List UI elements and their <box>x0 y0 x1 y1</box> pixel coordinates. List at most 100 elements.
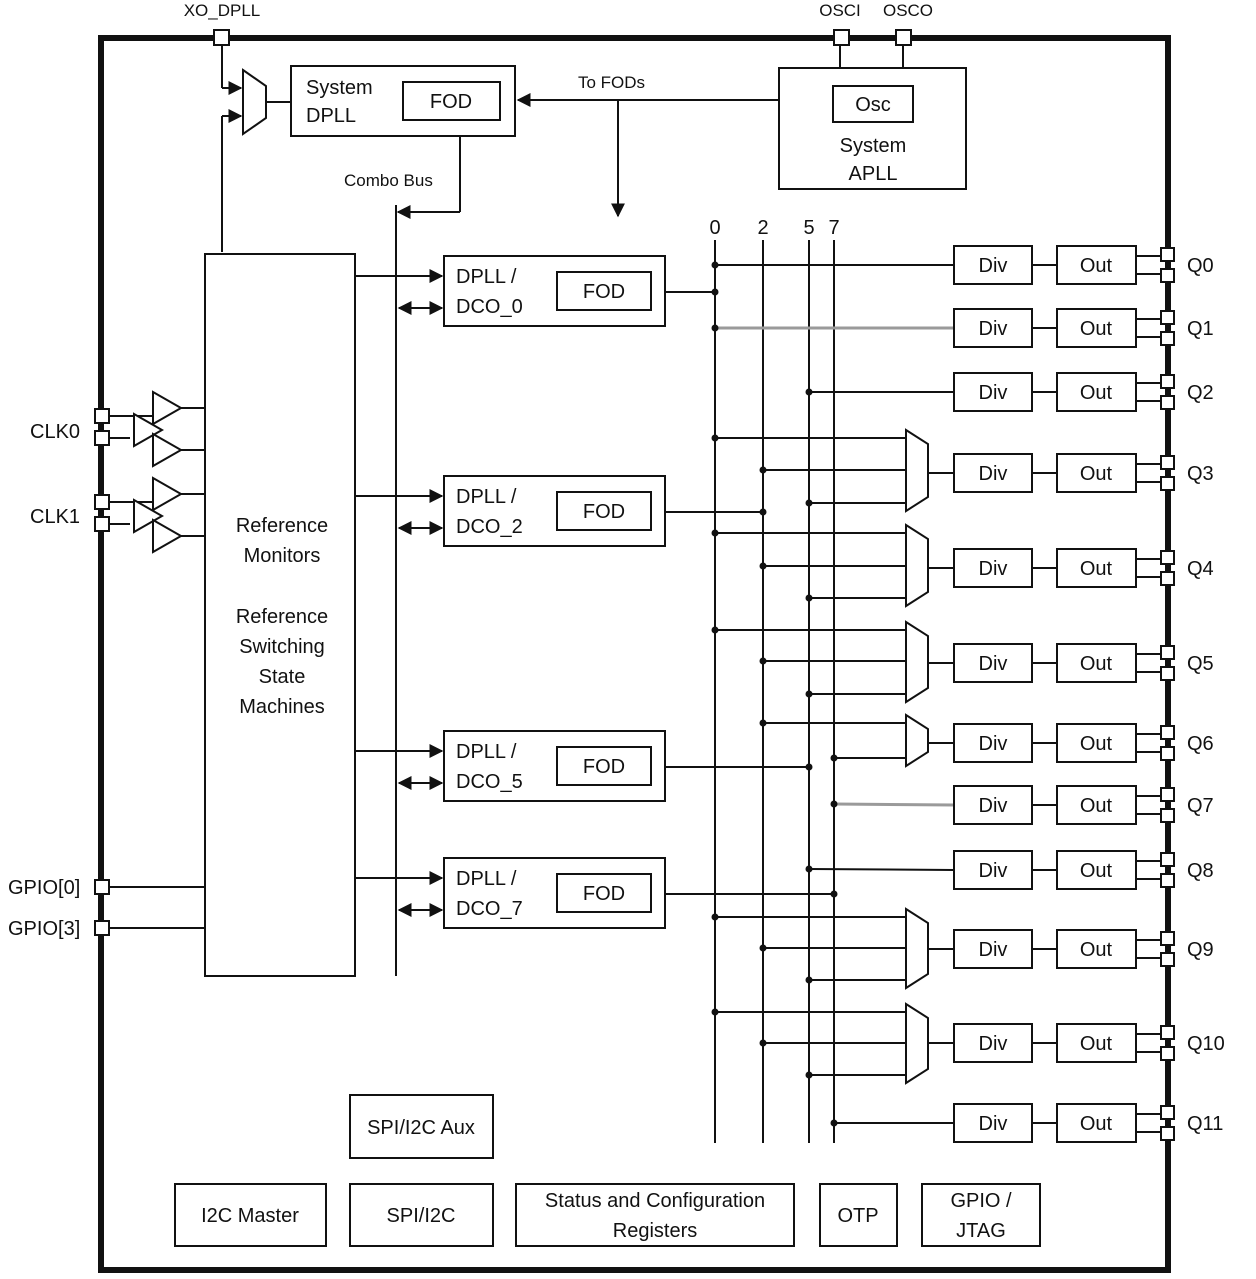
bus-label: 7 <box>828 217 839 239</box>
spi-i2c-aux-block <box>349 1094 494 1159</box>
div-label: Div <box>979 653 1008 675</box>
svg-text:State: State <box>259 666 306 688</box>
output-mux <box>905 1002 929 1085</box>
gpio-jtag-block <box>921 1183 1041 1247</box>
out-block <box>1056 548 1137 588</box>
div-block <box>953 453 1033 493</box>
dpll-fod-label: FOD <box>583 281 625 303</box>
combo-bus-label: Combo Bus <box>344 171 433 190</box>
output-pin-n <box>1160 873 1175 888</box>
out-block <box>1056 308 1137 348</box>
osci-pin <box>833 29 850 46</box>
output-name: Q9 <box>1187 939 1214 961</box>
output-pin-p <box>1160 550 1175 565</box>
output-pin-p <box>1160 645 1175 660</box>
svg-text:Switching: Switching <box>239 636 325 658</box>
clk1-label: CLK1 <box>30 506 80 528</box>
reference-block-text: Reference Monitors Reference Switching S… <box>236 515 328 718</box>
dpll-line2: DCO_2 <box>456 516 523 538</box>
out-block <box>1056 372 1137 412</box>
div-label: Div <box>979 733 1008 755</box>
osci-label: OSCI <box>819 1 861 20</box>
system-apll-line2: APLL <box>849 163 898 185</box>
div-block <box>953 1103 1033 1143</box>
dpll-fod <box>556 491 652 531</box>
output-pin-p <box>1160 455 1175 470</box>
output-pin-p <box>1160 787 1175 802</box>
div-block <box>953 308 1033 348</box>
bus-label: 0 <box>709 217 720 239</box>
dpll-line1: DPLL / <box>456 741 517 763</box>
output-pin-p <box>1160 1025 1175 1040</box>
dpll-fod-label: FOD <box>583 756 625 778</box>
clk1-buffer-a <box>152 476 184 512</box>
spi-i2c-block <box>349 1183 494 1247</box>
output-name: Q5 <box>1187 653 1214 675</box>
div-label: Div <box>979 318 1008 340</box>
div-label: Div <box>979 795 1008 817</box>
output-name: Q6 <box>1187 733 1214 755</box>
osco-label: OSCO <box>883 1 933 20</box>
output-name: Q10 <box>1187 1033 1225 1055</box>
out-block <box>1056 453 1137 493</box>
osc-label: Osc <box>855 94 891 116</box>
system-dpll-line2: DPLL <box>306 105 356 127</box>
output-name: Q1 <box>1187 318 1214 340</box>
svg-text:Monitors: Monitors <box>244 545 321 567</box>
output-name: Q0 <box>1187 255 1214 277</box>
out-label: Out <box>1080 733 1113 755</box>
div-label: Div <box>979 1113 1008 1135</box>
otp-label: OTP <box>837 1205 878 1227</box>
out-label: Out <box>1080 255 1113 277</box>
output-mux <box>905 428 929 513</box>
status-config-line1: Status and Configuration <box>545 1190 765 1212</box>
output-name: Q7 <box>1187 795 1214 817</box>
output-pin-p <box>1160 374 1175 389</box>
clk0-buffer-a <box>152 390 184 426</box>
div-label: Div <box>979 463 1008 485</box>
out-block <box>1056 929 1137 969</box>
to-fods-label: To FODs <box>578 73 645 92</box>
div-label: Div <box>979 939 1008 961</box>
dpll-fod <box>556 271 652 311</box>
out-label: Out <box>1080 382 1113 404</box>
dpll-line1: DPLL / <box>456 486 517 508</box>
osc-block <box>832 85 914 123</box>
dpll-line1: DPLL / <box>456 868 517 890</box>
dpll-fod-label: FOD <box>583 501 625 523</box>
output-pin-n <box>1160 268 1175 283</box>
output-pin-p <box>1160 725 1175 740</box>
out-block <box>1056 245 1137 285</box>
dpll-line2: DCO_7 <box>456 898 523 920</box>
output-pin-p <box>1160 247 1175 262</box>
div-block <box>953 643 1033 683</box>
gpio-jtag-line2: JTAG <box>956 1220 1006 1242</box>
div-label: Div <box>979 860 1008 882</box>
out-block <box>1056 723 1137 763</box>
out-block <box>1056 785 1137 825</box>
div-block <box>953 1023 1033 1063</box>
out-label: Out <box>1080 318 1113 340</box>
out-label: Out <box>1080 1033 1113 1055</box>
out-block <box>1056 643 1137 683</box>
xo-dpll-label: XO_DPLL <box>184 1 261 20</box>
out-label: Out <box>1080 795 1113 817</box>
gpio-jtag-line1: GPIO / <box>950 1190 1012 1212</box>
status-config-block <box>515 1183 795 1247</box>
output-pin-p <box>1160 1105 1175 1120</box>
out-label: Out <box>1080 939 1113 961</box>
i2c-master-block <box>174 1183 327 1247</box>
spi-i2c-label: SPI/I2C <box>387 1205 456 1227</box>
i2c-master-label: I2C Master <box>201 1205 299 1227</box>
output-pin-p <box>1160 931 1175 946</box>
clk1-buffer-b <box>133 498 165 534</box>
div-label: Div <box>979 382 1008 404</box>
out-label: Out <box>1080 860 1113 882</box>
gpio0-label: GPIO[0] <box>8 877 80 899</box>
svg-text:Reference: Reference <box>236 606 328 628</box>
dpll-fod <box>556 746 652 786</box>
out-label: Out <box>1080 463 1113 485</box>
dpll-line2: DCO_0 <box>456 296 523 318</box>
clk0-pin-p <box>94 408 110 424</box>
